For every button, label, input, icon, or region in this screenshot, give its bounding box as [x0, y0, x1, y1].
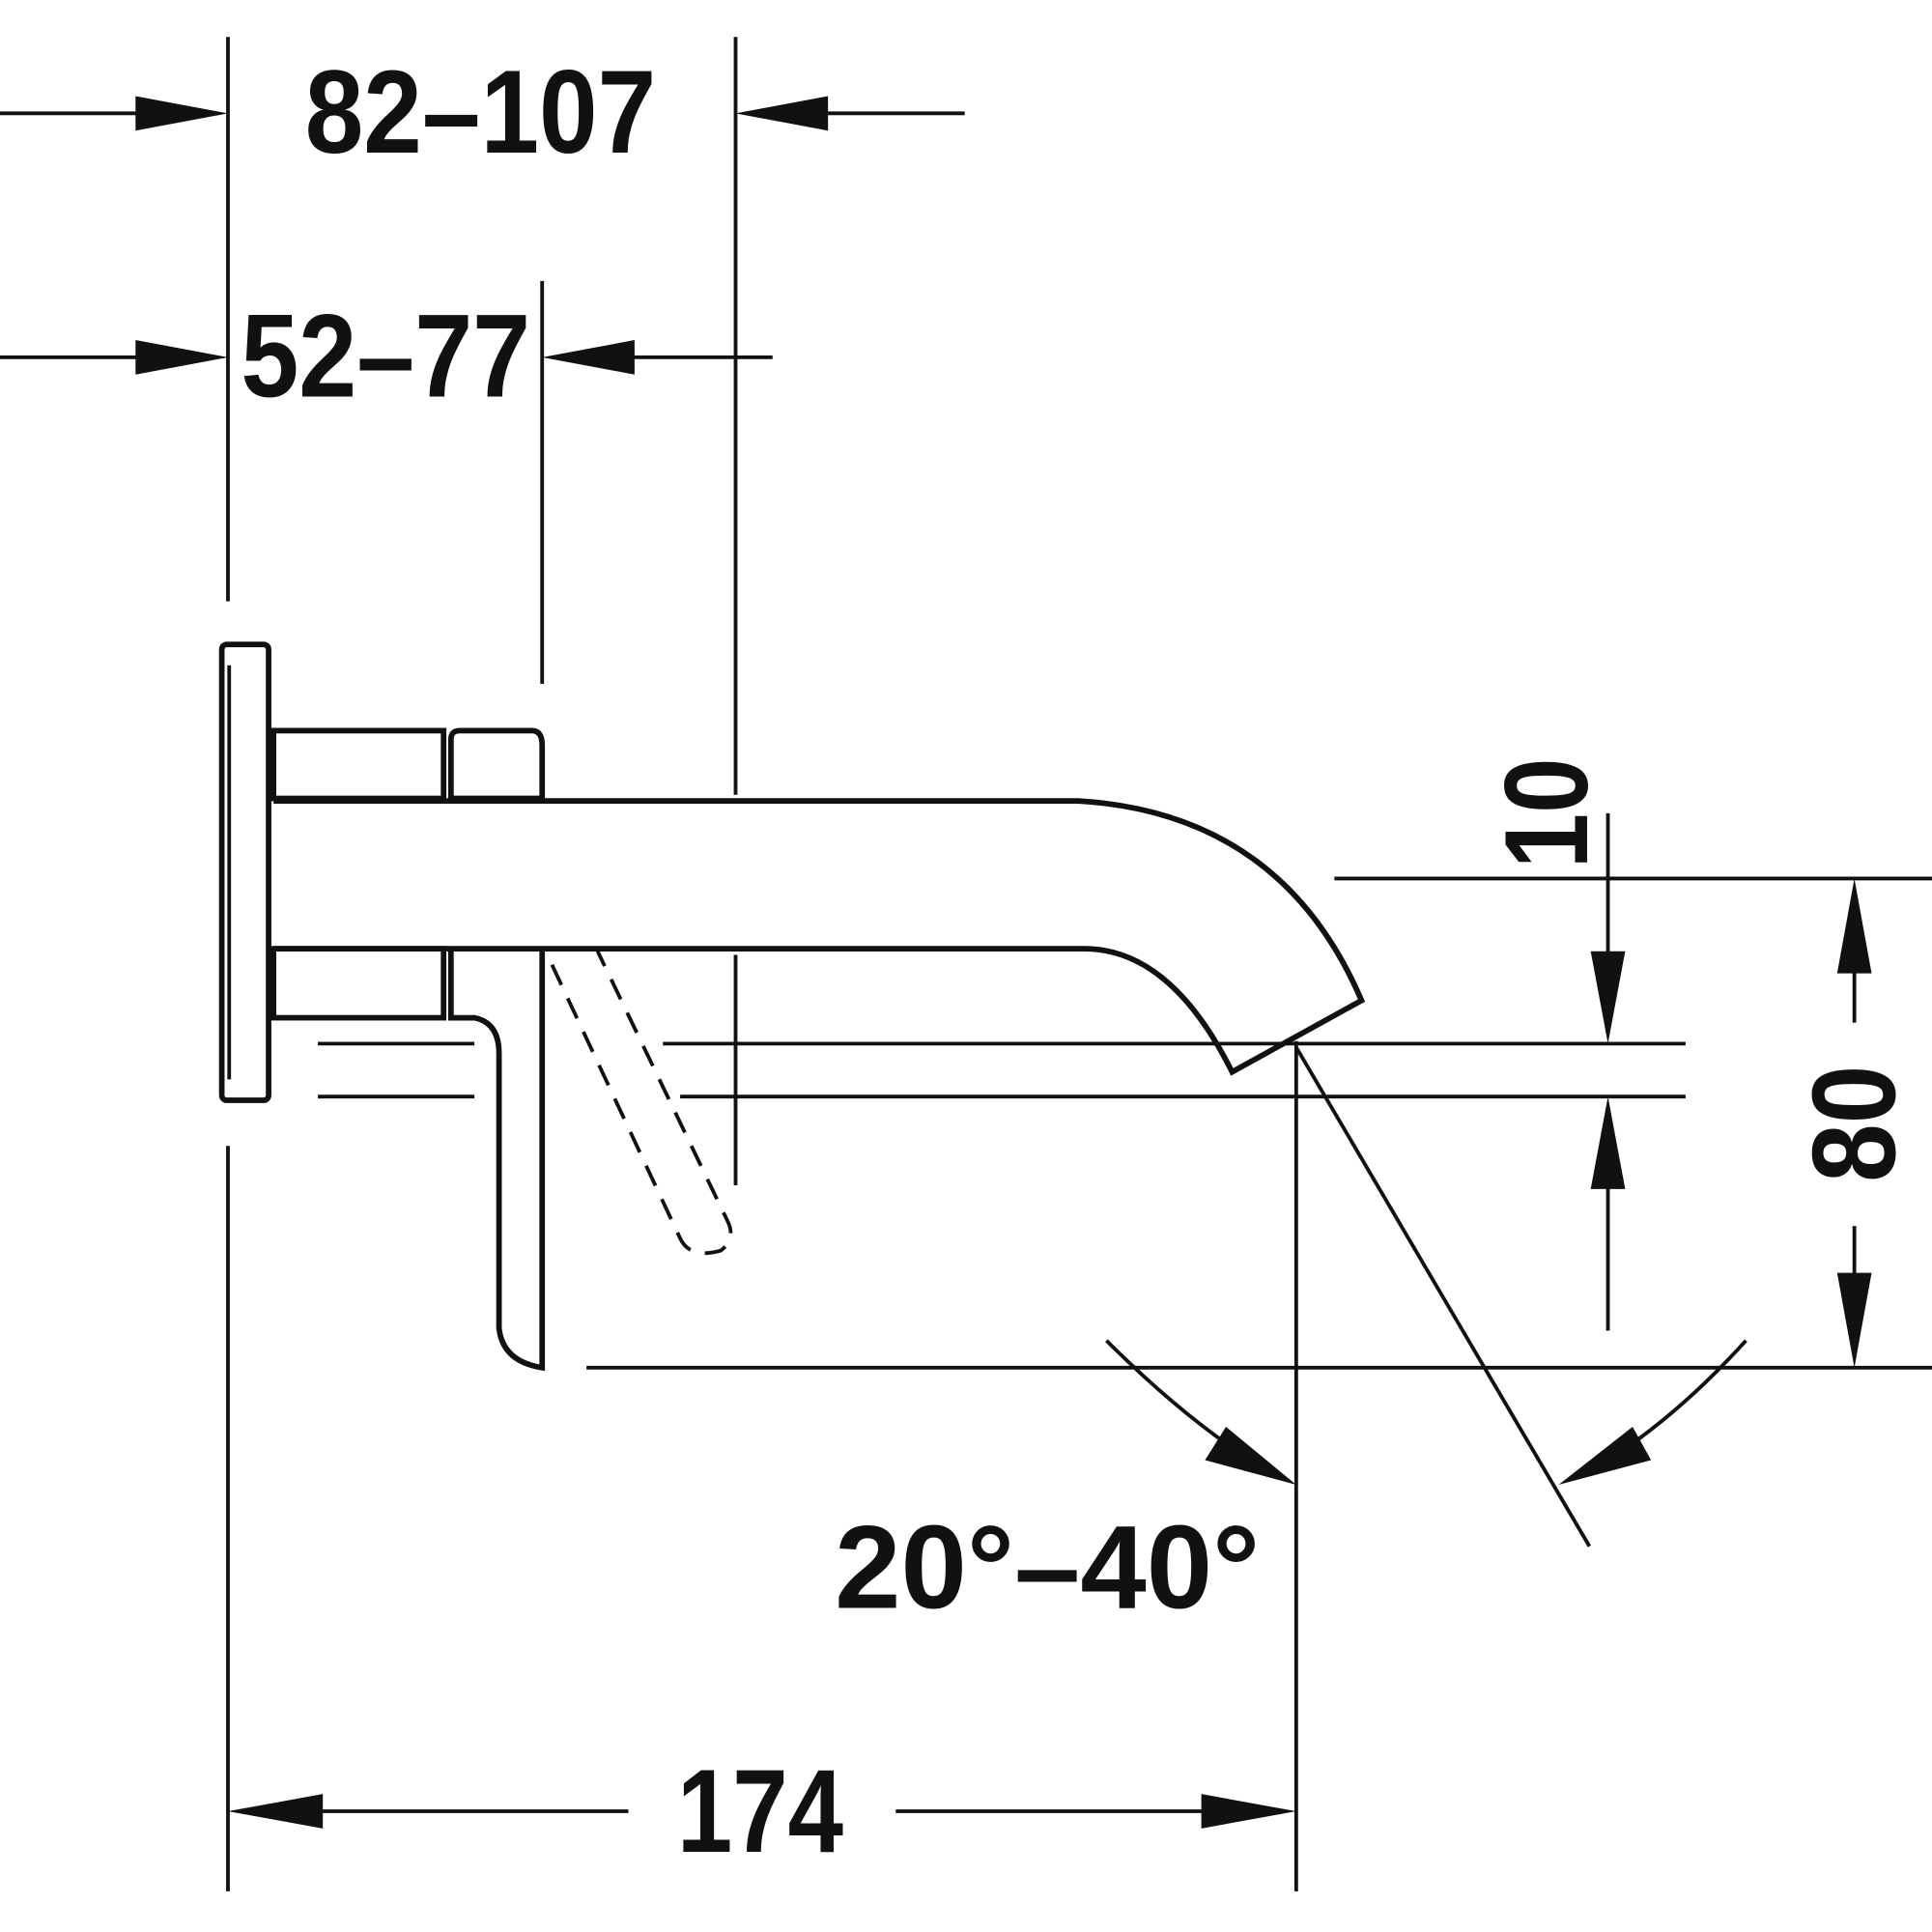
- dimension-label-spout-length: 174: [677, 1745, 843, 1877]
- dimension-label-angle: 20°–40°: [835, 1501, 1260, 1634]
- dimension-height: 80: [1788, 878, 1920, 1368]
- dimension-flow-offset: 10: [1480, 757, 1626, 1331]
- faucet-outline: [218, 641, 1366, 1372]
- dimension-spout-length: 174: [227, 1745, 1296, 1877]
- dimension-label-height: 80: [1788, 1065, 1920, 1182]
- spout: [273, 798, 1366, 1076]
- wall-plate: [218, 641, 271, 1103]
- dimension-projection: 82–107: [0, 45, 965, 178]
- lever-alternate-position: [550, 950, 733, 1256]
- dimension-label-body: 52–77: [241, 290, 530, 422]
- extension-lines: [226, 37, 1932, 1891]
- rosette-upper: [270, 727, 447, 802]
- dimension-angle: 20°–40°: [835, 1339, 1747, 1634]
- dimension-label-flow-offset: 10: [1480, 757, 1612, 868]
- lever-handle: [447, 949, 546, 1372]
- dimension-label-projection: 82–107: [305, 45, 657, 178]
- handle-base: [447, 727, 546, 802]
- dimension-body: 52–77: [0, 290, 773, 422]
- rosette-lower: [270, 946, 447, 1021]
